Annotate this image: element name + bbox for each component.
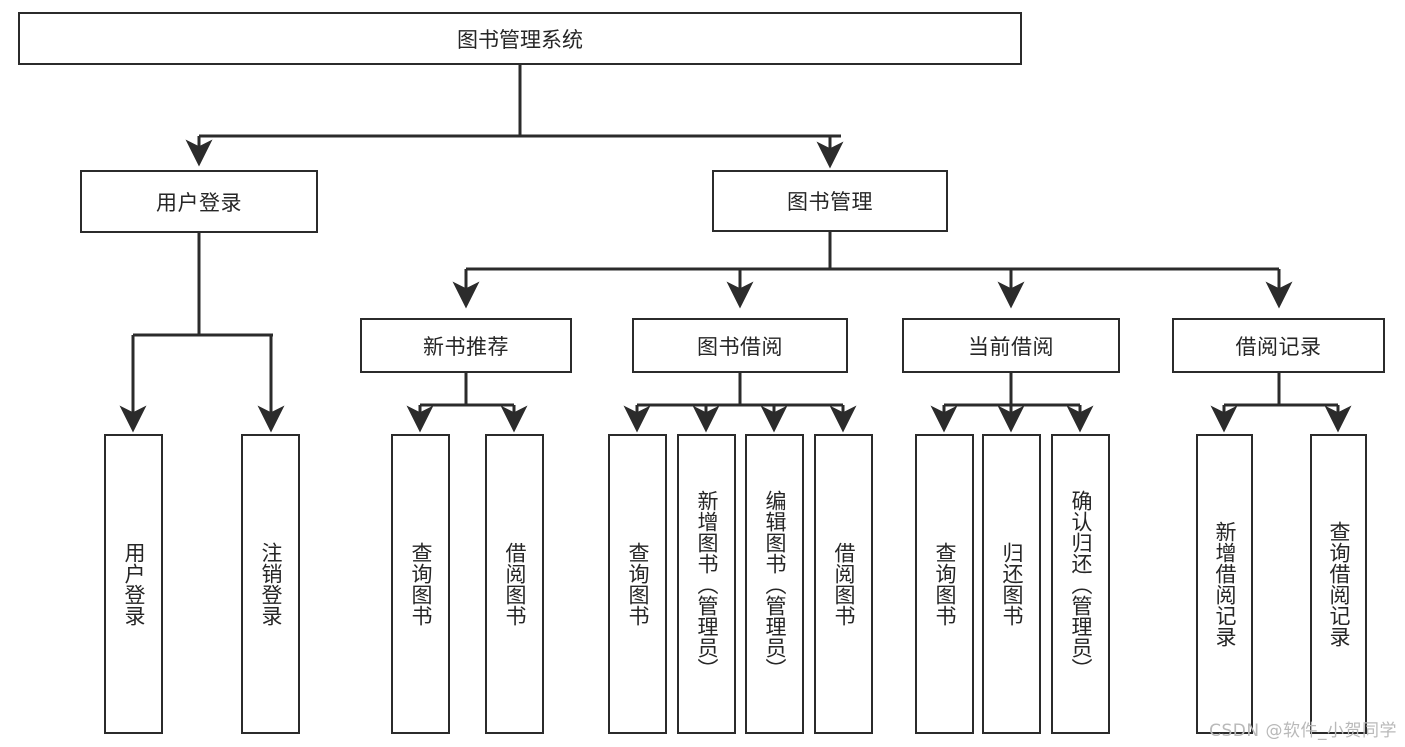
node-leaf-add-book[interactable]: 新增图书（管理员） (677, 434, 736, 734)
node-user-login-label: 用户登录 (156, 190, 242, 215)
node-leaf-logout[interactable]: 注销登录 (241, 434, 300, 734)
node-leaf-borrow-book-2-label: 借阅图书 (831, 542, 856, 626)
node-leaf-user-login[interactable]: 用户登录 (104, 434, 163, 734)
node-leaf-confirm-return[interactable]: 确认归还（管理员） (1051, 434, 1110, 734)
node-user-login[interactable]: 用户登录 (80, 170, 318, 233)
node-leaf-query-book-3[interactable]: 查询图书 (915, 434, 974, 734)
node-leaf-query-book-1-label: 查询图书 (408, 542, 433, 626)
node-leaf-return-book-label: 归还图书 (999, 542, 1024, 626)
node-leaf-logout-label: 注销登录 (258, 542, 283, 626)
node-book-borrow[interactable]: 图书借阅 (632, 318, 848, 373)
node-root-label: 图书管理系统 (457, 27, 583, 52)
node-borrow-record[interactable]: 借阅记录 (1172, 318, 1385, 373)
node-leaf-borrow-book-1[interactable]: 借阅图书 (485, 434, 544, 734)
node-borrow-record-label: 借阅记录 (1235, 334, 1322, 359)
node-leaf-query-record-label: 查询借阅记录 (1326, 521, 1351, 647)
node-leaf-add-book-label: 新增图书（管理员） (694, 489, 719, 679)
node-leaf-query-record[interactable]: 查询借阅记录 (1310, 434, 1367, 734)
node-leaf-query-book-2-label: 查询图书 (625, 542, 650, 626)
node-leaf-return-book[interactable]: 归还图书 (982, 434, 1041, 734)
node-leaf-confirm-return-label: 确认归还（管理员） (1068, 489, 1093, 679)
node-new-book-recommend-label: 新书推荐 (423, 334, 509, 359)
node-leaf-borrow-book-1-label: 借阅图书 (502, 542, 527, 626)
node-leaf-user-login-label: 用户登录 (121, 542, 146, 626)
node-root[interactable]: 图书管理系统 (18, 12, 1022, 65)
node-book-management-label: 图书管理 (787, 190, 873, 214)
node-leaf-edit-book[interactable]: 编辑图书（管理员） (745, 434, 804, 734)
node-book-borrow-label: 图书借阅 (697, 334, 783, 359)
node-leaf-add-record[interactable]: 新增借阅记录 (1196, 434, 1253, 734)
node-leaf-add-record-label: 新增借阅记录 (1212, 521, 1237, 647)
node-book-management[interactable]: 图书管理 (712, 170, 948, 232)
node-new-book-recommend[interactable]: 新书推荐 (360, 318, 572, 373)
node-leaf-borrow-book-2[interactable]: 借阅图书 (814, 434, 873, 734)
node-leaf-query-book-3-label: 查询图书 (932, 542, 957, 626)
node-leaf-edit-book-label: 编辑图书（管理员） (762, 489, 787, 679)
node-current-borrow[interactable]: 当前借阅 (902, 318, 1120, 373)
node-leaf-query-book-1[interactable]: 查询图书 (391, 434, 450, 734)
node-leaf-query-book-2[interactable]: 查询图书 (608, 434, 667, 734)
node-current-borrow-label: 当前借阅 (968, 334, 1054, 359)
